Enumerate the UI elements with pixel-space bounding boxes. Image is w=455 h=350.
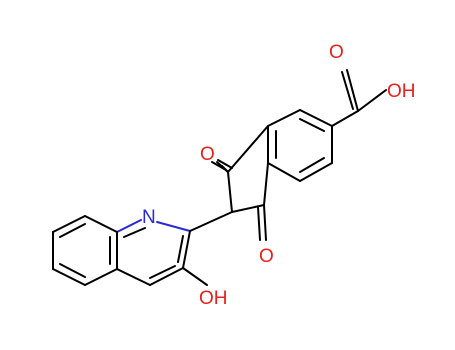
bond xyxy=(116,268,151,286)
bond xyxy=(299,162,333,182)
bond xyxy=(227,171,233,213)
quinoline-pyridine-ring: N xyxy=(116,207,191,286)
quinoline-hydroxyl-group: OH xyxy=(182,267,228,309)
carbonyl-bond-double xyxy=(341,71,354,110)
double-bond-inner xyxy=(59,223,86,238)
hydroxyl-bond xyxy=(182,267,208,286)
bond xyxy=(84,215,118,233)
hydroxyl-bond xyxy=(357,89,387,112)
bond xyxy=(182,230,191,269)
bond xyxy=(116,219,142,233)
double-bond-inner xyxy=(299,157,325,173)
bond xyxy=(267,162,301,182)
bond xyxy=(52,268,86,286)
indane-benzene-ring xyxy=(267,109,333,182)
bond xyxy=(84,268,118,286)
bond xyxy=(149,267,184,286)
double-bond-inner xyxy=(123,227,146,238)
double-bond-inner xyxy=(59,263,86,278)
carbonyl-bond xyxy=(346,69,359,112)
bond xyxy=(52,215,86,233)
quinoline-nitrogen-label: N xyxy=(142,207,156,228)
double-bond-inner xyxy=(299,118,325,132)
quinoline-hydroxyl-label: OH xyxy=(199,288,228,309)
ketone-top-oxygen-label: O xyxy=(200,144,215,165)
bond xyxy=(299,109,333,127)
cyclopentanedione-ring: O O xyxy=(200,125,274,267)
bond xyxy=(263,162,269,206)
ketone-top-double-bond xyxy=(211,161,227,171)
carboxylic-acid-group: O OH xyxy=(329,42,416,127)
bond xyxy=(231,204,265,213)
bond xyxy=(156,221,191,232)
bond xyxy=(227,125,269,173)
quinoline-benzo-ring xyxy=(52,215,118,286)
ring-link-bond xyxy=(189,211,233,232)
carboxyl-oxygen-label: O xyxy=(329,42,344,63)
ketone-top-double-bond xyxy=(217,159,233,169)
ketone-bottom-double-bond xyxy=(257,206,261,241)
double-bond-inner xyxy=(177,235,184,263)
ketone-bottom-oxygen-label: O xyxy=(259,246,274,267)
double-bond-inner xyxy=(149,265,176,279)
carboxyl-hydroxyl-label: OH xyxy=(387,81,416,102)
bond xyxy=(267,109,301,127)
ketone-bottom-double-bond xyxy=(263,204,267,241)
bond xyxy=(331,110,359,127)
